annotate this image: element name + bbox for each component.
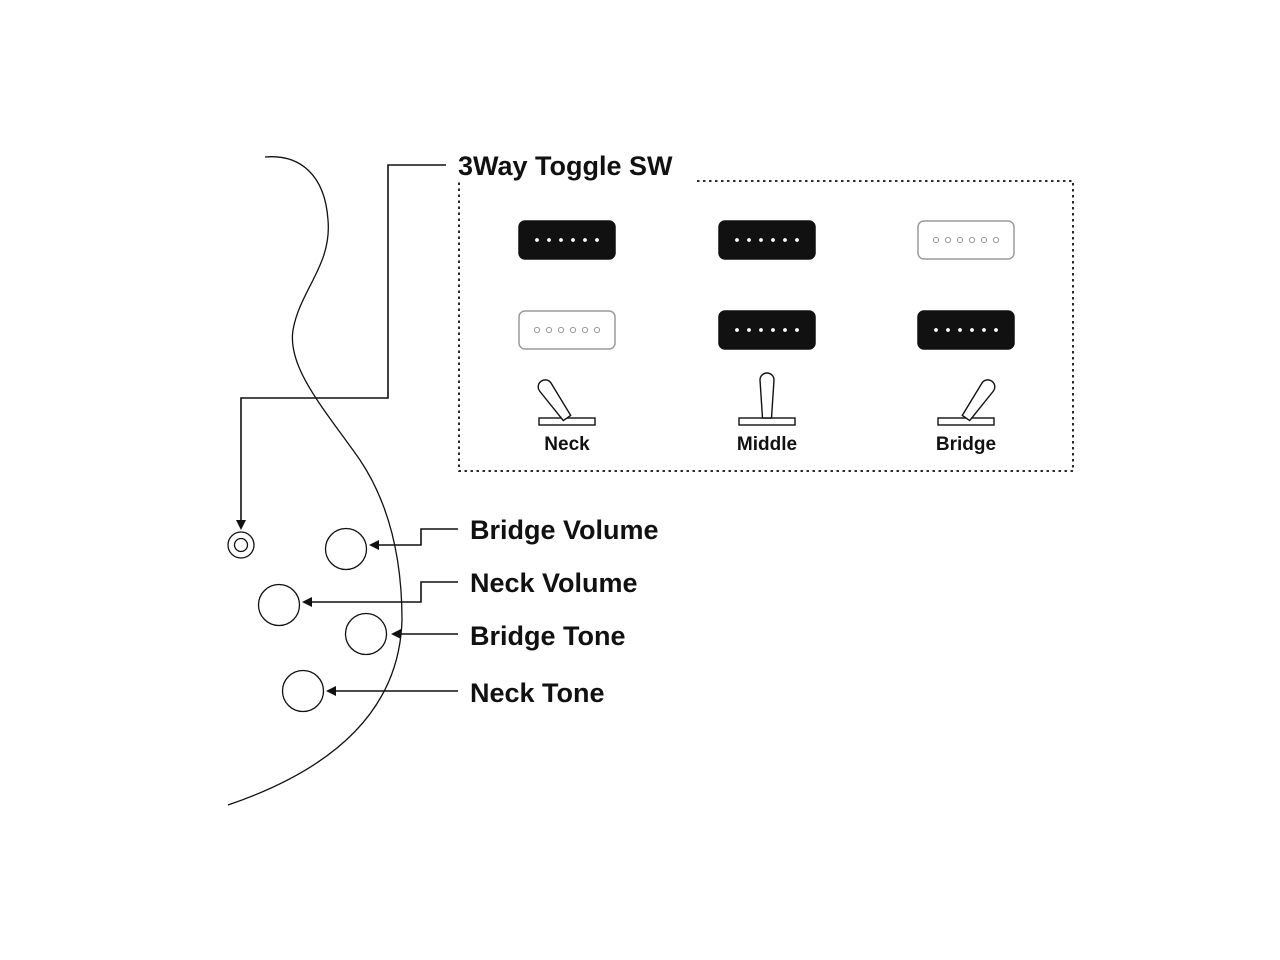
pole-piece: [783, 238, 787, 242]
neck-pickup: [718, 220, 816, 260]
position-label: Bridge: [936, 434, 996, 455]
pole-piece: [958, 328, 962, 332]
pole-piece: [559, 238, 563, 242]
pole-piece: [980, 236, 988, 244]
pole-piece: [593, 326, 601, 334]
pole-piece: [571, 238, 575, 242]
toggle-leader-line: [236, 164, 446, 530]
pole-piece: [968, 236, 976, 244]
bridge-volume-knob[interactable]: [324, 527, 368, 571]
lever-switch-icon: [738, 372, 796, 426]
pole-piece: [747, 238, 751, 242]
pole-piece: [581, 326, 589, 334]
pole-piece: [735, 328, 739, 332]
bridge-pickup: [518, 310, 616, 350]
pole-piece: [783, 328, 787, 332]
neck-volume-label: Neck Volume: [470, 568, 638, 598]
pole-piece: [557, 326, 565, 334]
neck-tone-knob[interactable]: [281, 669, 325, 713]
position-middle: Middle: [718, 220, 816, 455]
pole-piece: [795, 238, 799, 242]
pole-piece: [535, 238, 539, 242]
position-bridge: Bridge: [917, 220, 1015, 455]
pole-piece: [569, 326, 577, 334]
bridge-pickup: [917, 310, 1015, 350]
position-neck: Neck: [518, 220, 616, 455]
pole-piece: [771, 238, 775, 242]
pole-piece: [533, 326, 541, 334]
pole-piece: [944, 236, 952, 244]
toggle-title: 3Way Toggle SW: [458, 151, 673, 181]
pole-piece: [735, 238, 739, 242]
neck-pickup: [917, 220, 1015, 260]
pole-piece: [795, 328, 799, 332]
pole-piece: [759, 238, 763, 242]
guitar-body-outline: [227, 156, 403, 806]
position-label: Neck: [544, 434, 590, 455]
bridge-pickup: [718, 310, 816, 350]
pole-piece: [747, 328, 751, 332]
pole-piece: [932, 236, 940, 244]
lever-switch-icon: [937, 379, 996, 426]
bridge-volume-label: Bridge Volume: [470, 515, 659, 545]
pole-piece: [946, 328, 950, 332]
pole-piece: [992, 236, 1000, 244]
neck-tone-label: Neck Tone: [470, 678, 605, 708]
pole-piece: [545, 326, 553, 334]
position-label: Middle: [737, 434, 797, 455]
pole-piece: [982, 328, 986, 332]
pole-piece: [547, 238, 551, 242]
neck-volume-leader-line: [302, 581, 458, 607]
bridge-tone-label: Bridge Tone: [470, 621, 626, 651]
pole-piece: [771, 328, 775, 332]
pole-piece: [956, 236, 964, 244]
neck-volume-knob[interactable]: [257, 583, 301, 627]
pole-piece: [759, 328, 763, 332]
lever-switch-icon: [537, 379, 596, 426]
pole-piece: [994, 328, 998, 332]
pole-piece: [583, 238, 587, 242]
bridge-volume-leader-line: [369, 528, 458, 550]
pole-piece: [595, 238, 599, 242]
pole-piece: [970, 328, 974, 332]
pole-piece: [934, 328, 938, 332]
toggle-switch[interactable]: [227, 531, 255, 559]
bridge-tone-knob[interactable]: [344, 612, 388, 656]
neck-pickup: [518, 220, 616, 260]
